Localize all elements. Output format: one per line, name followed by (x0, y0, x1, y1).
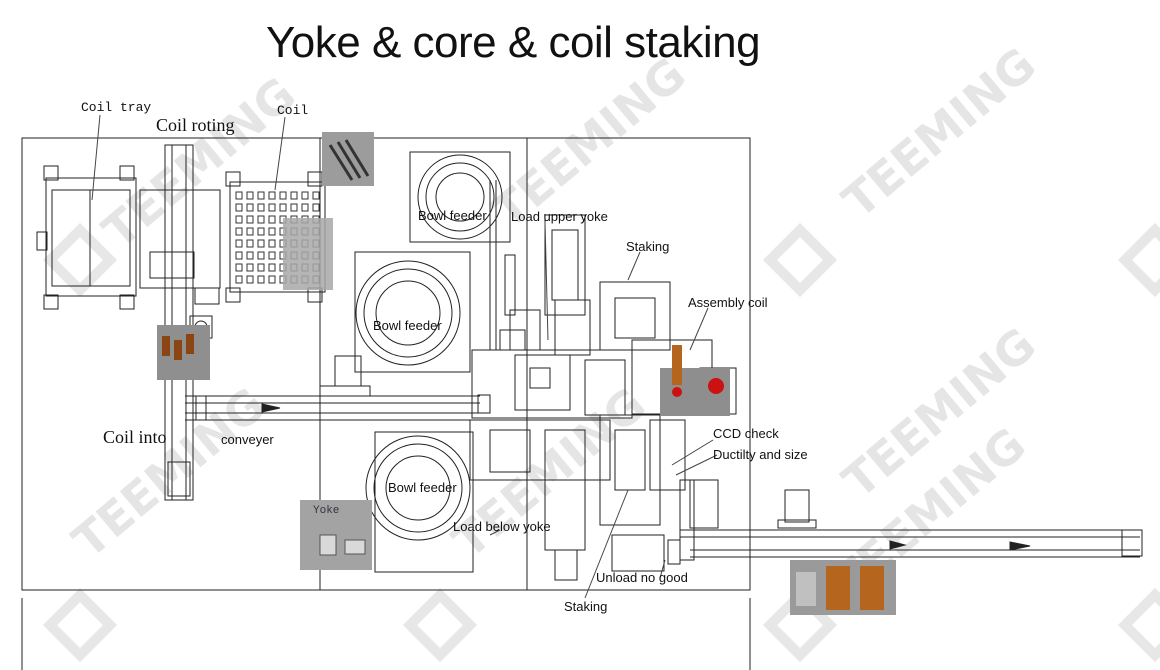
label-ccd-check: CCD check (713, 426, 779, 441)
watermark-logo-7 (1117, 587, 1160, 663)
coil-grid-cell (235, 191, 243, 200)
coil-grid-cell (312, 191, 320, 200)
label-coil-tray: Coil tray (81, 100, 152, 115)
coil-grid-cell (257, 239, 265, 248)
bowl-feeder-1 (409, 151, 511, 350)
label-staking-bottom: Staking (564, 599, 608, 614)
coil-grid-cell (235, 215, 243, 224)
coil-grid-cell (235, 251, 243, 260)
conveyer (185, 355, 480, 421)
coil-grid-cell (268, 227, 276, 236)
coil-grid-cell (268, 191, 276, 200)
bowl-feeder-3 (365, 431, 474, 573)
coil-grid-cell (235, 227, 243, 236)
coil-grid-cell (257, 227, 265, 236)
watermark-logo-3 (1117, 222, 1160, 298)
main-station-frame (319, 137, 751, 591)
coil-grid-cell (246, 239, 254, 248)
watermark-logo-5 (402, 587, 478, 663)
coil-tray (36, 165, 137, 310)
coil-grid-cell (257, 263, 265, 272)
coil-grid-cell (246, 263, 254, 272)
label-assembly-coil: Assembly coil (688, 295, 768, 310)
watermark-text-4: TEEMING (92, 67, 305, 258)
coil-grid-cell (268, 251, 276, 260)
bowl-feeder-2 (354, 251, 471, 373)
photo-coil-stack (283, 218, 333, 290)
coil-grid-cell (268, 275, 276, 284)
coil-grid-cell (301, 203, 309, 212)
label-coil-roting: Coil roting (156, 115, 235, 135)
label-yoke-photo: Yoke (313, 505, 340, 517)
coil-grid-cell (246, 251, 254, 260)
coil-grid-cell (279, 203, 287, 212)
label-load-below-yoke: Load below yoke (453, 519, 551, 534)
coil-grid-cell (235, 263, 243, 272)
watermark-text-1: TEEMING (62, 377, 275, 568)
coil-grid-cell (257, 203, 265, 212)
watermark-logo-4 (42, 587, 118, 663)
coil-grid-cell (246, 215, 254, 224)
coil-grid-tray (225, 171, 326, 303)
coil-grid-cell (235, 203, 243, 212)
label-bowl-feeder-3: Bowl feeder (388, 480, 457, 495)
coil-grid-cell (268, 239, 276, 248)
callout-lines (91, 114, 718, 599)
coil-grid-cell (257, 215, 265, 224)
watermark-text-6: TEEMING (832, 37, 1045, 228)
coil-grid-cell (246, 203, 254, 212)
label-load-upper-yoke: Load upper yoke (511, 209, 608, 224)
label-ductility-size: Ductilty and size (713, 447, 808, 462)
label-bowl-feeder-2: Bowl feeder (373, 318, 442, 333)
central-staking-mechanism (469, 214, 686, 581)
coil-grid-cell (257, 191, 265, 200)
coil-grid-cell (257, 275, 265, 284)
coil-grid-cell (268, 215, 276, 224)
watermark-logo-2 (762, 222, 838, 298)
coil-grid-cell (268, 203, 276, 212)
coil-grid-cell (235, 275, 243, 284)
coil-grid-cell (290, 191, 298, 200)
page-title: Yoke & core & coil staking (266, 18, 761, 67)
coil-grid-cell (257, 251, 265, 260)
label-conveyer: conveyer (221, 432, 274, 447)
coil-grid-cell (290, 203, 298, 212)
watermark-logo-1 (42, 222, 118, 298)
photo-insets (157, 132, 896, 615)
output-conveyor (679, 479, 1143, 561)
label-bowl-feeder-1: Bowl feeder (418, 208, 487, 223)
coil-grid-cell (268, 263, 276, 272)
watermark-text-2: TEEMING (442, 377, 655, 568)
ccd-check-unit (611, 479, 719, 572)
coil-grid-cell (246, 227, 254, 236)
coil-grid-cell (312, 203, 320, 212)
coil-roting-rail (139, 144, 221, 501)
coil-grid-cell (279, 191, 287, 200)
label-staking-top: Staking (626, 239, 670, 254)
coil-grid-cell (246, 191, 254, 200)
coil-grid-cell (235, 239, 243, 248)
label-coil: Coil (277, 103, 309, 118)
coil-grid-cell (246, 275, 254, 284)
label-unload-no-good: Unload no good (596, 570, 688, 585)
label-coil-into: Coil into (103, 427, 167, 447)
coil-grid-cell (301, 191, 309, 200)
